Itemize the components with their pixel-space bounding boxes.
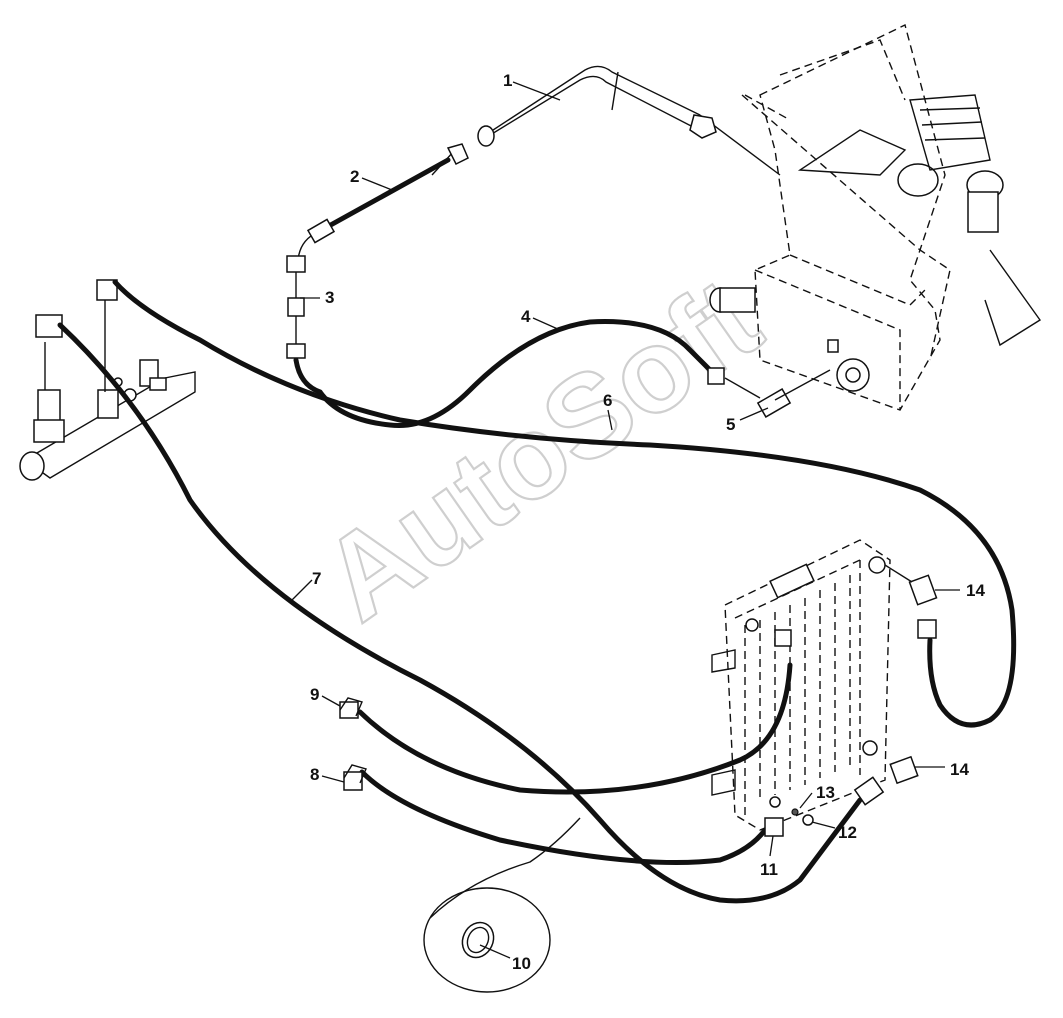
callout-14a: 14 — [966, 581, 985, 600]
item-1-rigid-pipe — [477, 65, 781, 176]
items-11-12-13-fittings — [764, 808, 814, 837]
callout-12: 12 — [838, 823, 857, 842]
item-4-hose — [317, 319, 725, 429]
callout-6: 6 — [603, 391, 612, 410]
callout-13: 13 — [816, 783, 835, 802]
item-6-hose — [112, 279, 1017, 728]
callout-9: 9 — [310, 685, 319, 704]
item-9-hose — [339, 662, 793, 795]
callout-11: 11 — [760, 860, 778, 879]
callout-2: 2 — [350, 167, 359, 186]
callout-4: 4 — [521, 307, 531, 326]
callout-7: 7 — [312, 569, 321, 588]
callout-8: 8 — [310, 765, 319, 784]
callout-10: 10 — [512, 954, 531, 973]
item-8-hose — [343, 764, 768, 865]
callout-3: 3 — [325, 288, 334, 307]
pump-valve-assembly — [19, 279, 196, 481]
item-2-hose — [297, 143, 469, 261]
callout-5: 5 — [726, 415, 735, 434]
hydraulic-tank — [709, 24, 1042, 411]
item-7-hose — [57, 322, 863, 904]
item-10-detail-ring — [423, 817, 581, 993]
leader-lines — [291, 81, 960, 959]
callout-1: 1 — [503, 71, 512, 90]
item-14-fittings — [853, 564, 938, 806]
callout-14b: 14 — [950, 760, 969, 779]
oil-cooler — [711, 539, 891, 831]
item-3-adapters — [286, 255, 323, 395]
